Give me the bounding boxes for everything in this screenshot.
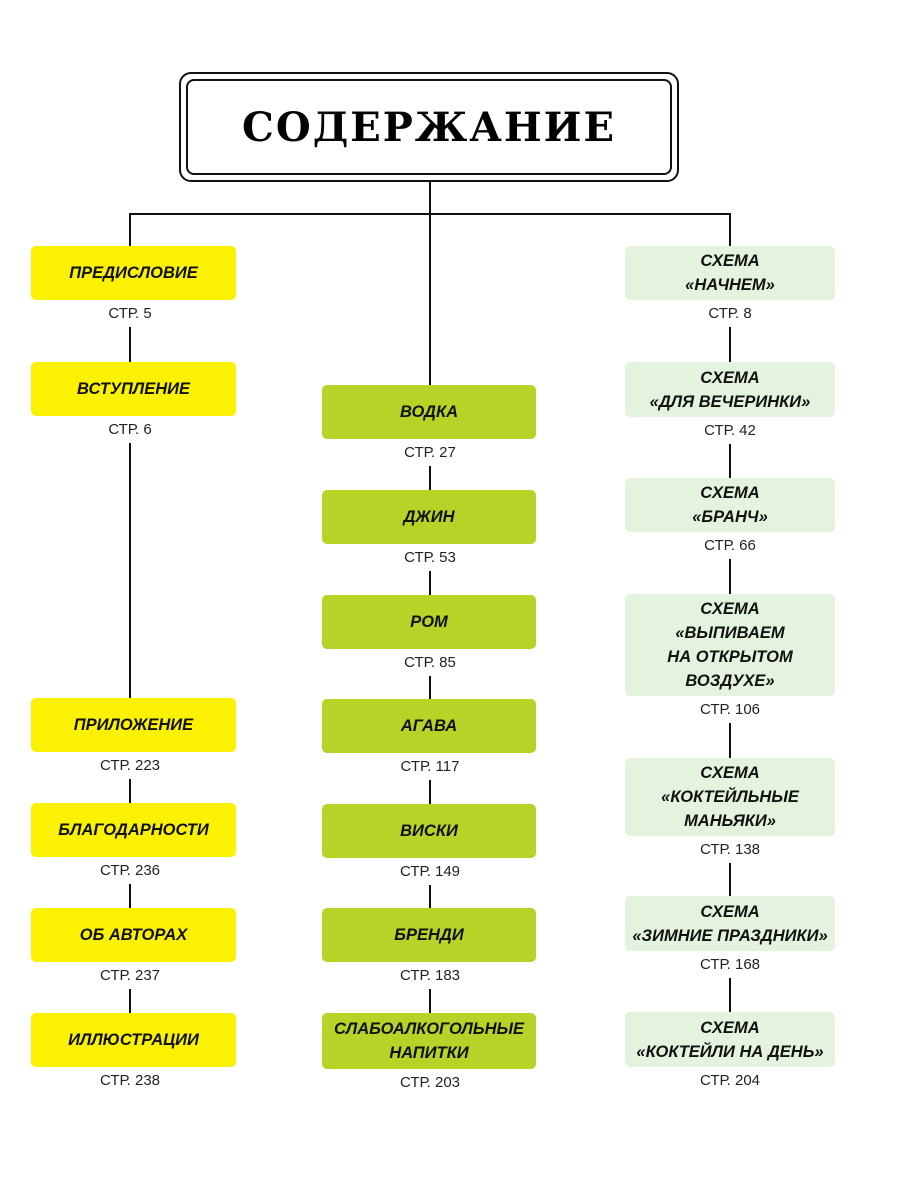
- title-frame: СОДЕРЖАНИЕ: [179, 72, 679, 182]
- connector-line: [129, 989, 131, 1013]
- toc-entry-box[interactable]: ОБ АВТОРАХ: [31, 908, 236, 962]
- toc-entry-box[interactable]: ВИСКИ: [322, 804, 536, 858]
- connector-line: [729, 863, 731, 896]
- toc-entry-box[interactable]: СХЕМА «ВЫПИВАЕМ НА ОТКРЫТОМ ВОЗДУХЕ»: [625, 594, 835, 696]
- right-branch-line: [729, 213, 731, 246]
- page-number: СТР. 168: [699, 956, 761, 973]
- page-number: СТР. 138: [699, 841, 761, 858]
- toc-entry-box[interactable]: ПРИЛОЖЕНИЕ: [31, 698, 236, 752]
- connector-line: [729, 723, 731, 758]
- page-number: СТР. 42: [704, 422, 756, 439]
- page-title: СОДЕРЖАНИЕ: [242, 103, 616, 151]
- connector-line: [429, 780, 431, 804]
- connector-line: [729, 444, 731, 478]
- connector-line: [429, 466, 431, 490]
- toc-entry-box[interactable]: СЛАБОАЛКОГОЛЬНЫЕ НАПИТКИ: [322, 1013, 536, 1069]
- page-number: СТР. 117: [400, 758, 460, 775]
- connector-line: [729, 978, 731, 1012]
- connector-line: [429, 989, 431, 1013]
- page-number: СТР. 8: [708, 305, 752, 322]
- page-number: СТР. 6: [108, 421, 152, 438]
- connector-line: [429, 571, 431, 595]
- page-number: СТР. 236: [99, 862, 161, 879]
- toc-entry-box[interactable]: АГАВА: [322, 699, 536, 753]
- toc-entry-box[interactable]: СХЕМА «КОКТЕЙЛЬНЫЕ МАНЬЯКИ»: [625, 758, 835, 836]
- toc-entry-box[interactable]: БЛАГОДАРНОСТИ: [31, 803, 236, 857]
- page-number: СТР. 223: [99, 757, 161, 774]
- connector-line: [429, 885, 431, 908]
- toc-entry-box[interactable]: ПРЕДИСЛОВИЕ: [31, 246, 236, 300]
- page-number: СТР. 183: [399, 967, 461, 984]
- page-number: СТР. 149: [399, 863, 461, 880]
- toc-entry-box[interactable]: СХЕМА «ДЛЯ ВЕЧЕРИНКИ»: [625, 362, 835, 417]
- page-number: СТР. 203: [399, 1074, 461, 1091]
- toc-entry-box[interactable]: БРЕНДИ: [322, 908, 536, 962]
- connector-line: [729, 327, 731, 362]
- toc-entry-box[interactable]: РОМ: [322, 595, 536, 649]
- connector-line: [129, 779, 131, 803]
- page-number: СТР. 85: [404, 654, 456, 671]
- toc-entry-box[interactable]: ДЖИН: [322, 490, 536, 544]
- page-number: СТР. 66: [704, 537, 756, 554]
- connector-line: [129, 884, 131, 908]
- toc-entry-box[interactable]: ВОДКА: [322, 385, 536, 439]
- title-inner-frame: СОДЕРЖАНИЕ: [186, 79, 672, 175]
- page-number: СТР. 53: [404, 549, 456, 566]
- page-number: СТР. 106: [699, 701, 761, 718]
- page-number: СТР. 5: [108, 305, 152, 322]
- toc-entry-box[interactable]: ВСТУПЛЕНИЕ: [31, 362, 236, 416]
- connector-line: [129, 443, 131, 698]
- page-number: СТР. 204: [699, 1072, 761, 1089]
- page-number: СТР. 237: [99, 967, 161, 984]
- toc-entry-box[interactable]: СХЕМА «НАЧНЕМ»: [625, 246, 835, 300]
- left-branch-line: [129, 213, 131, 246]
- page-number: СТР. 238: [99, 1072, 161, 1089]
- toc-entry-box[interactable]: СХЕМА «КОКТЕЙЛИ НА ДЕНЬ»: [625, 1012, 835, 1067]
- page-number: СТР. 27: [404, 444, 456, 461]
- toc-entry-box[interactable]: СХЕМА «БРАНЧ»: [625, 478, 835, 532]
- connector-line: [729, 559, 731, 594]
- toc-entry-box[interactable]: СХЕМА «ЗИМНИЕ ПРАЗДНИКИ»: [625, 896, 835, 951]
- connector-line: [429, 676, 431, 699]
- title-stem-line: [429, 182, 431, 214]
- middle-branch-line: [429, 213, 431, 385]
- toc-entry-box[interactable]: ИЛЛЮСТРАЦИИ: [31, 1013, 236, 1067]
- connector-line: [129, 327, 131, 362]
